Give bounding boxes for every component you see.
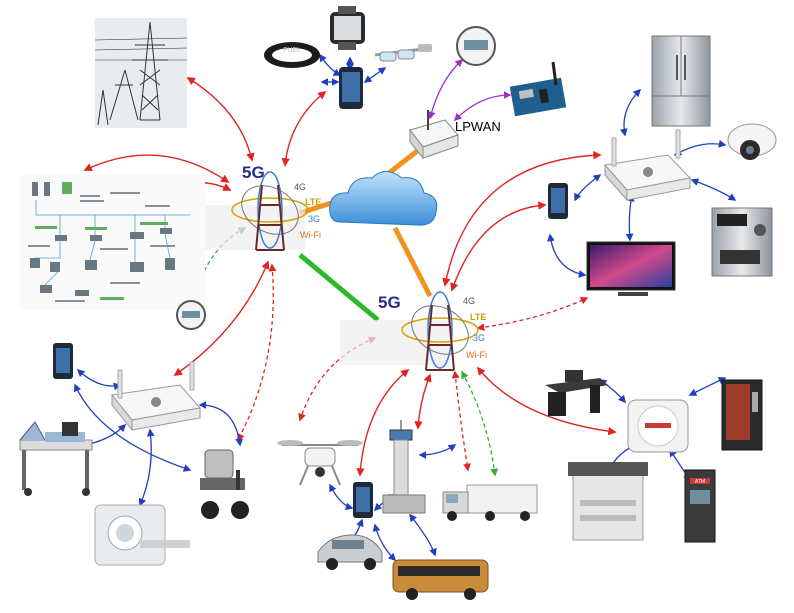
espresso-machine-icon	[711, 207, 773, 277]
printer-icon	[568, 462, 648, 541]
arrow-industrial-1	[83, 154, 230, 183]
hub-left-4g: 4G	[294, 182, 306, 192]
truck-icon	[442, 484, 538, 521]
smartwatch-icon	[330, 6, 365, 50]
power-tower-icon	[94, 18, 188, 128]
cloud-icon	[329, 171, 438, 226]
hub-right-5g: 5G	[378, 293, 401, 312]
hub-left: 5G 4G LTE 3G Wi-Fi	[205, 163, 321, 251]
arrow-tower-bottom	[414, 373, 432, 430]
office-desk-icon	[545, 370, 608, 416]
lpwan-label: LPWAN	[455, 119, 501, 134]
atm-icon: ATM	[684, 469, 716, 543]
smart-glasses-icon	[374, 44, 433, 62]
mri-scanner-icon	[94, 504, 190, 566]
dashed-drone	[298, 336, 377, 422]
fuel-band-text: FUEL	[283, 47, 301, 54]
lte-cpe-icon	[627, 399, 689, 453]
red-arrows	[83, 77, 617, 477]
dashed-wheelchair	[237, 263, 277, 442]
hub-right-lte: LTE	[470, 312, 486, 322]
smartphone-icon	[339, 67, 363, 109]
wheelchair-icon	[200, 449, 249, 519]
purple-arrows	[427, 58, 512, 122]
hub-right-4g: 4G	[463, 296, 475, 306]
hub-right-3g: 3G	[473, 333, 485, 343]
smartphone-icon	[353, 482, 373, 518]
blue-arrows	[74, 53, 737, 562]
vending-machine-icon	[721, 379, 763, 451]
dashed-truck	[451, 370, 471, 472]
hub-left-3g: 3G	[308, 214, 320, 224]
hub-right-wifi: Wi-Fi	[466, 350, 487, 360]
arrow-tower	[186, 77, 255, 162]
green-link-hubs	[298, 253, 380, 322]
smart-meter-icon	[176, 300, 206, 330]
lpwan-gateway-icon: LPWAN	[409, 110, 501, 160]
arrow-rightap	[442, 151, 602, 287]
hub-right: 5G 4G LTE 3G Wi-Fi	[340, 291, 487, 371]
security-camera-icon	[727, 123, 777, 160]
smartphone-icon	[53, 343, 73, 379]
atm-label: ATM	[695, 479, 705, 485]
industrial-network-diagram-icon	[20, 175, 205, 310]
hub-left-lte: LTE	[305, 197, 321, 207]
arrow-board-lpwan	[453, 91, 512, 122]
wifi-router-icon	[111, 361, 201, 432]
control-tower-icon	[382, 420, 426, 514]
fuel-band-icon: FUEL	[264, 42, 320, 68]
hub-left-wifi: Wi-Fi	[300, 230, 321, 240]
smart-meter-icon	[456, 26, 496, 66]
drone-icon	[277, 440, 363, 486]
arrow-wearables	[281, 90, 327, 167]
iot-board-icon	[509, 61, 567, 117]
dashed-tv	[476, 297, 589, 332]
smart-tv-icon	[586, 241, 676, 296]
hub-left-5g: 5G	[242, 163, 265, 182]
orange-link-right	[392, 226, 433, 298]
red-dashed-arrows	[237, 263, 589, 472]
bus-icon	[392, 559, 489, 600]
arrow-meter-lpwan	[427, 58, 464, 120]
refrigerator-icon	[651, 35, 711, 127]
smartphone-icon	[548, 183, 568, 219]
arrow-phone-right	[450, 201, 547, 292]
car-icon	[317, 534, 383, 570]
hospital-bed-icon	[19, 421, 93, 496]
wifi-router-icon	[604, 129, 691, 202]
dashed-truck-green	[461, 370, 499, 477]
